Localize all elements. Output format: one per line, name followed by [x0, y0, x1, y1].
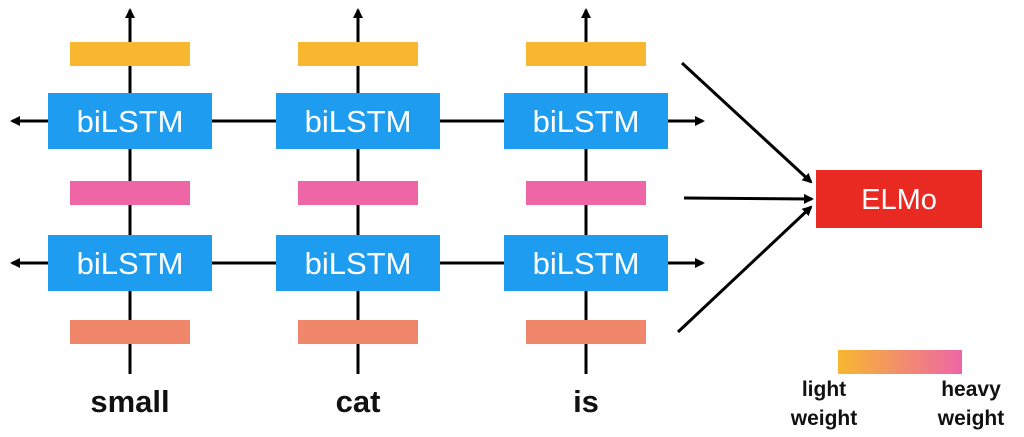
legend-light-line1: light: [802, 378, 846, 401]
bilstm-lower-small: [48, 235, 212, 291]
bilstm-lower-small-label: biLSTM: [77, 246, 184, 281]
bilstm-lower-cat-label: biLSTM: [305, 246, 412, 281]
arrow-top-to-elmo: [680, 61, 813, 184]
weight-bar-middle-cat: [298, 181, 418, 205]
legend-heavy-line1: heavy: [941, 378, 1001, 401]
legend-gradient-bar: [838, 350, 962, 374]
input-word-small: small: [90, 384, 169, 419]
bilstm-upper-small-label: biLSTM: [77, 104, 184, 139]
weight-bar-bottom-small: [70, 320, 190, 344]
weight-bar-middle-small: [70, 181, 190, 205]
elmo-label: ELMo: [861, 184, 937, 216]
legend-light-line2: weight: [790, 407, 858, 430]
weight-bar-bottom-is: [526, 320, 646, 344]
bilstm-upper-is: [504, 93, 668, 149]
weight-bar-top-is: [526, 42, 646, 66]
arrow-bottom-to-elmo: [676, 205, 813, 334]
weight-bar-top-small: [70, 42, 190, 66]
arrow-middle-to-elmo: [683, 193, 814, 204]
bilstm-lower-is: [504, 235, 668, 291]
input-word-is: is: [573, 384, 599, 419]
legend-heavy-line2: weight: [937, 407, 1005, 430]
weight-bar-middle-is: [526, 181, 646, 205]
bilstm-upper-cat: [276, 93, 440, 149]
bilstm-upper-cat-label: biLSTM: [305, 104, 412, 139]
elmo-box: [816, 170, 982, 228]
bilstm-lower-cat: [276, 235, 440, 291]
input-word-cat: cat: [336, 384, 381, 419]
weight-bar-bottom-cat: [298, 320, 418, 344]
bilstm-lower-is-label: biLSTM: [533, 246, 640, 281]
bilstm-upper-small: [48, 93, 212, 149]
weight-bar-top-cat: [298, 42, 418, 66]
bilstm-upper-is-label: biLSTM: [533, 104, 640, 139]
